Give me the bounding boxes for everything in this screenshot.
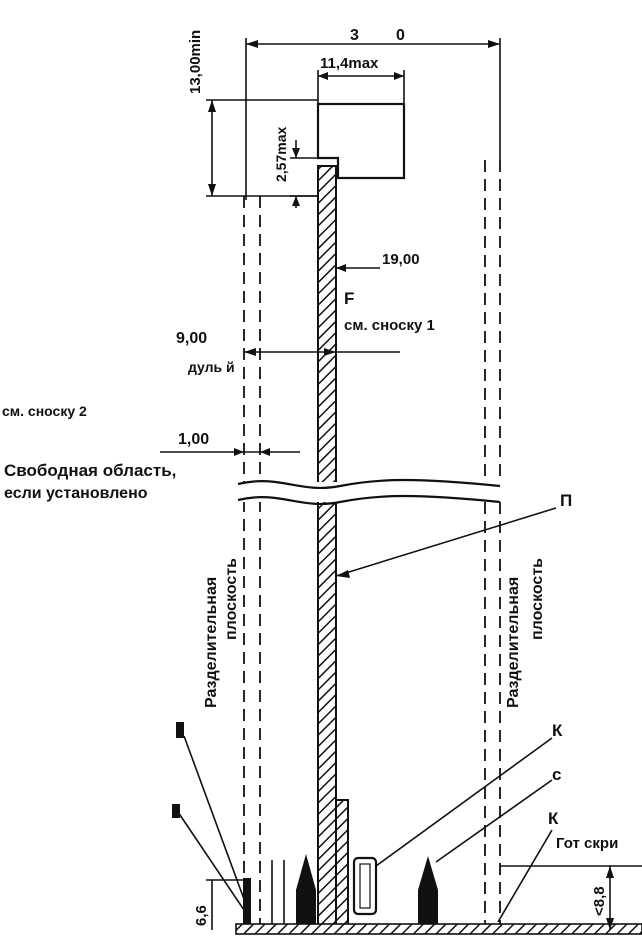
top-overall-label: 3: [350, 27, 359, 44]
right-note-letter: F: [344, 289, 354, 308]
height-dimension: [206, 99, 330, 197]
left-dim: [244, 348, 400, 356]
right-callout-c: с: [552, 765, 561, 784]
height-label: 13,00min: [187, 30, 204, 94]
board-base-block: [335, 799, 349, 931]
parting-plane-lines: [243, 160, 501, 932]
bottom-left-label: 6,6: [193, 905, 210, 926]
top-overall-dimension: [245, 24, 501, 200]
top-overall-suffix: 0: [396, 27, 405, 44]
free-dim-label: 1,00: [178, 431, 209, 448]
parting-plane-left-2: плоскость: [223, 558, 240, 640]
free-area-line2: если установлено: [4, 485, 148, 502]
right-dim-label: 19,00: [382, 251, 420, 268]
break-line: [236, 478, 512, 506]
parting-plane-left-1: Разделительная: [203, 577, 220, 708]
printed-circuit-board: [317, 165, 337, 931]
right-note-text: см. сноску 1: [344, 317, 435, 334]
bottom-components: [235, 854, 642, 935]
free-area-line1: Свободная область,: [4, 461, 176, 480]
left-dim-label: 9,00: [176, 330, 207, 347]
parting-plane-right-1: Разделительная: [505, 577, 522, 708]
pcb-letter: П: [560, 491, 572, 510]
right-callout-k1: К: [552, 721, 563, 740]
right-callout-k2: К: [548, 809, 559, 828]
parting-plane-right-2: плоскость: [529, 558, 546, 640]
bottom-right-label: <8,8: [591, 886, 608, 916]
left-note-tail: дуль й: [188, 359, 235, 375]
component-width-label: 11,4max: [320, 55, 379, 72]
gap-dimension: [290, 140, 322, 208]
right-callout-note: Гот скри: [556, 835, 618, 852]
left-note-2: см. сноску 2: [2, 403, 87, 419]
component-width-dimension: [317, 70, 405, 104]
gap-label: 2,57max: [273, 127, 289, 182]
